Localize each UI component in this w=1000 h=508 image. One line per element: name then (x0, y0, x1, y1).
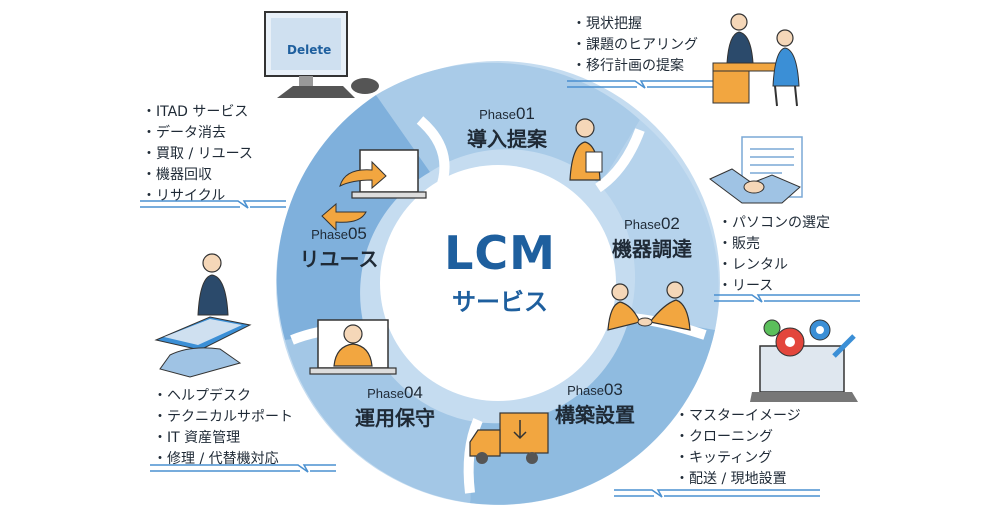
helpdesk-operator-hand-icon (154, 253, 252, 378)
phase-label: Phase (311, 227, 348, 242)
list-item: 配送 / 現地設置 (675, 469, 801, 490)
phase-name: 構築設置 (555, 403, 635, 427)
handshake-icon (607, 281, 691, 331)
list-item: リサイクル (142, 186, 253, 207)
phase-number: 02 (660, 214, 680, 233)
center-subtitle: サービス (452, 288, 548, 316)
phase-01: Phase01 導入提案 (452, 104, 562, 152)
phase05-list: ITAD サービス データ消去 買取 / リユース 機器回収 リサイクル (142, 102, 253, 207)
phase04-list: ヘルプデスク テクニカルサポート IT 資産管理 修理 / 代替機対応 (153, 386, 293, 470)
monitor-text: Delete (287, 43, 331, 57)
phase04-underline (150, 464, 336, 473)
desktop-computer-icon: Delete (264, 11, 379, 98)
phase03-list: マスターイメージ クローニング キッティング 配送 / 現地設置 (675, 406, 801, 490)
phase-name: リユース (299, 247, 379, 271)
list-item: 現状把握 (572, 14, 698, 35)
list-item: マスターイメージ (675, 406, 801, 427)
phase02-underline (714, 294, 860, 303)
support-laptop-icon (309, 319, 397, 375)
list-item: データ消去 (142, 123, 253, 144)
consultation-meeting-icon (712, 13, 800, 107)
phase-number: 04 (403, 383, 423, 402)
list-item: リース (718, 276, 830, 297)
list-item: 移行計画の提案 (572, 56, 698, 77)
phase-05: Phase05 リユース (284, 224, 394, 272)
list-item: テクニカルサポート (153, 407, 293, 428)
list-item: ヘルプデスク (153, 386, 293, 407)
phase-number: 05 (347, 224, 367, 243)
phase-label: Phase (567, 383, 604, 398)
contract-handshake-icon (709, 136, 803, 204)
phase01-list: 現状把握 課題のヒアリング 移行計画の提案 (572, 14, 698, 77)
phase05-underline (140, 200, 286, 209)
phase-name: 導入提案 (467, 127, 547, 151)
phase-label: Phase (479, 107, 516, 122)
segment-phase02 (600, 120, 719, 330)
phase01-underline (567, 80, 713, 89)
list-item: 課題のヒアリング (572, 35, 698, 56)
list-item: 修理 / 代替機対応 (153, 449, 293, 470)
list-item: 機器回収 (142, 165, 253, 186)
phase03-underline (614, 489, 820, 498)
phase-name: 機器調達 (612, 237, 692, 261)
phase-label: Phase (367, 386, 404, 401)
phase-03: Phase03 構築設置 (540, 380, 650, 428)
list-item: 買取 / リユース (142, 144, 253, 165)
kitting-gears-laptop-icon (750, 319, 858, 402)
phase-number: 01 (515, 104, 535, 123)
list-item: IT 資産管理 (153, 428, 293, 449)
list-item: クローニング (675, 427, 801, 448)
phase-name: 運用保守 (355, 406, 435, 430)
delivery-truck-icon (469, 412, 549, 464)
list-item: パソコンの選定 (718, 213, 830, 234)
list-item: レンタル (718, 255, 830, 276)
phase-02: Phase02 機器調達 (597, 214, 707, 262)
phase-number: 03 (603, 380, 623, 399)
list-item: ITAD サービス (142, 102, 253, 123)
consultant-icon (569, 118, 603, 181)
phase-label: Phase (624, 217, 661, 232)
list-item: 販売 (718, 234, 830, 255)
list-item: キッティング (675, 448, 801, 469)
reuse-laptop-icon (321, 149, 427, 232)
center-title: LCM (444, 226, 556, 280)
phase-04: Phase04 運用保守 (340, 383, 450, 431)
phase02-list: パソコンの選定 販売 レンタル リース (718, 213, 830, 297)
